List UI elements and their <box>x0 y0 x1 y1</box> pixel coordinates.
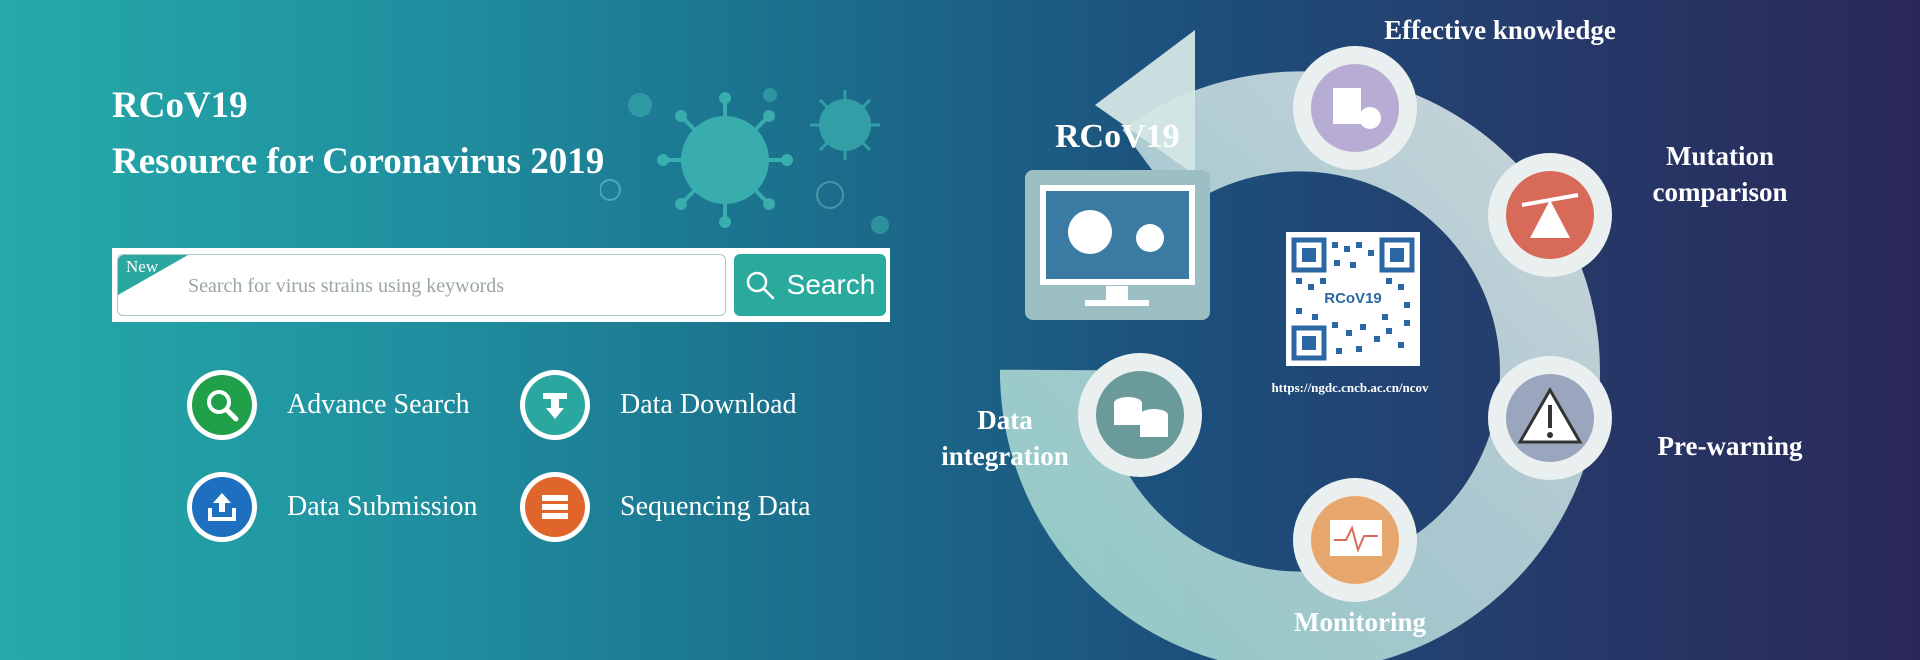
database-gear-icon <box>1078 353 1202 477</box>
new-badge: New <box>118 255 188 295</box>
stage-label-mutation: Mutation comparison <box>1630 138 1810 210</box>
cycle-arrow-icon <box>1095 30 1195 175</box>
banner-subtitle: Resource for Coronavirus 2019 <box>112 141 605 182</box>
stage-label-monitoring: Monitoring <box>1294 607 1426 637</box>
magnifier-icon <box>192 375 252 435</box>
download-icon <box>525 375 585 435</box>
qr-code: RCoV19 <box>1286 232 1420 366</box>
qr-label: RCoV19 <box>1324 290 1382 307</box>
monitor-icon <box>1025 170 1210 320</box>
data-download-link[interactable]: Data Download <box>520 370 797 440</box>
data-submission-link[interactable]: Data Submission <box>187 472 478 542</box>
site-url[interactable]: https://ngdc.cncb.ac.cn/ncov <box>1271 380 1429 395</box>
data-download-label: Data Download <box>620 389 797 420</box>
advance-search-link[interactable]: Advance Search <box>187 370 470 440</box>
search-icon <box>746 271 774 300</box>
virus-large-icon <box>657 92 793 228</box>
advance-search-label: Advance Search <box>287 389 470 420</box>
search-input[interactable] <box>186 267 710 305</box>
monitoring-gear-icon <box>1293 478 1417 602</box>
stage-label-mutation-line2: comparison <box>1652 177 1788 207</box>
stage-label-mutation-line1: Mutation <box>1666 141 1774 171</box>
stage-label-warning: Pre-warning <box>1657 431 1803 461</box>
search-bar: New Search <box>112 248 890 322</box>
mutation-gear-icon <box>1488 153 1612 277</box>
new-badge-label: New <box>126 257 159 276</box>
stage-label-data-line2: integration <box>941 441 1069 471</box>
stage-label-data-line1: Data <box>977 405 1033 435</box>
knowledge-gear-icon <box>1293 46 1417 170</box>
warning-gear-icon <box>1488 356 1612 480</box>
sequencing-data-label: Sequencing Data <box>620 491 811 522</box>
cycle-center-title: RCoV19 <box>1055 118 1180 155</box>
sequencing-data-link[interactable]: Sequencing Data <box>520 472 811 542</box>
banner-title: RCoV19 <box>112 85 248 126</box>
rcov19-cycle-diagram <box>999 30 1612 660</box>
server-icon <box>525 477 585 537</box>
virus-small-icon <box>810 90 880 160</box>
virus-illustration <box>600 88 889 234</box>
stage-label-knowledge: Effective knowledge <box>1384 15 1616 45</box>
search-field-wrapper: New <box>117 254 726 316</box>
data-submission-label: Data Submission <box>287 491 478 522</box>
stage-label-data: Data integration <box>925 402 1085 474</box>
search-button[interactable]: Search <box>734 254 886 316</box>
search-button-label: Search <box>786 269 876 300</box>
upload-icon <box>192 477 252 537</box>
